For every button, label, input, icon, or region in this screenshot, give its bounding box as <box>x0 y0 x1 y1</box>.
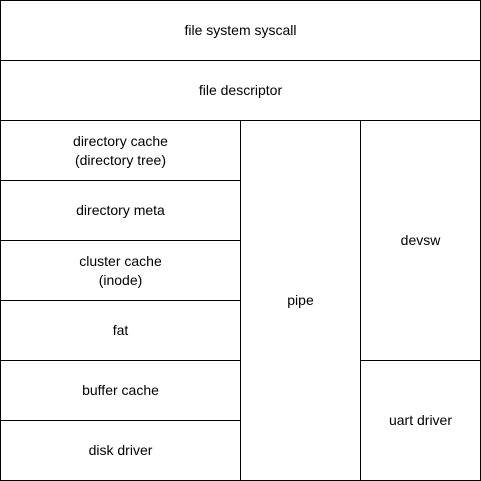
cluster-cache-label: cluster cache (inode) <box>79 252 162 288</box>
uart-driver-layer: uart driver <box>360 360 481 481</box>
disk-driver-label: disk driver <box>88 442 153 458</box>
pipe-layer: pipe <box>240 120 361 481</box>
devsw-layer: devsw <box>360 120 481 361</box>
fat-layer: fat <box>0 300 241 361</box>
directory-meta-layer: directory meta <box>0 180 241 241</box>
disk-driver-layer: disk driver <box>0 420 241 481</box>
directory-meta-label: directory meta <box>76 202 165 218</box>
pipe-label: pipe <box>287 292 314 308</box>
file-system-syscall-label: file system syscall <box>184 22 297 38</box>
directory-cache-layer: directory cache (directory tree) <box>0 120 241 181</box>
buffer-cache-label: buffer cache <box>82 382 159 398</box>
file-system-syscall-layer: file system syscall <box>0 0 481 61</box>
uart-driver-label: uart driver <box>388 412 453 428</box>
file-descriptor-label: file descriptor <box>198 82 283 98</box>
buffer-cache-layer: buffer cache <box>0 360 241 421</box>
cluster-cache-layer: cluster cache (inode) <box>0 240 241 301</box>
file-descriptor-layer: file descriptor <box>0 60 481 121</box>
directory-cache-label: directory cache (directory tree) <box>73 132 168 168</box>
fat-label: fat <box>112 322 129 338</box>
devsw-label: devsw <box>400 232 441 248</box>
